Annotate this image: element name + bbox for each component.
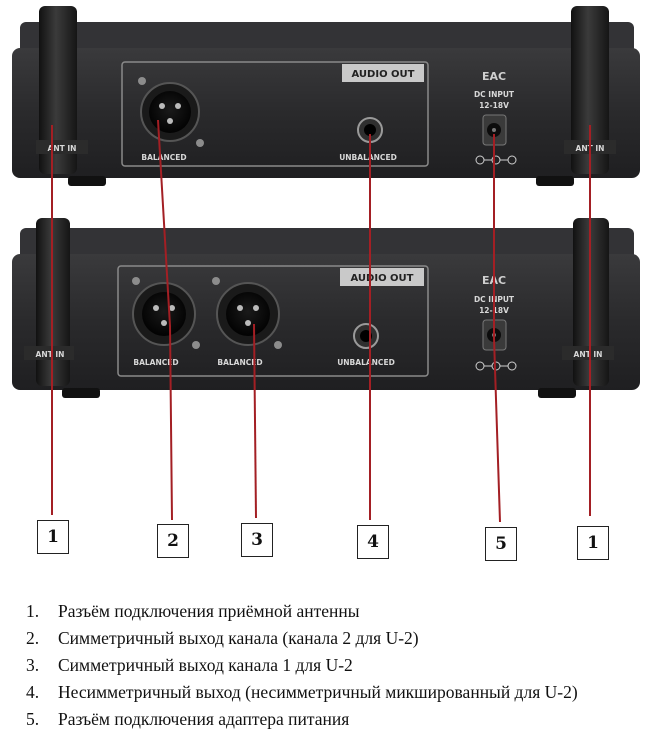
bottom-foot-left bbox=[62, 388, 100, 398]
bottom-audio-out-label: AUDIO OUT bbox=[351, 273, 414, 284]
legend-number: 1. bbox=[26, 598, 58, 625]
top-xlr-screw-1 bbox=[138, 77, 146, 85]
legend-number: 4. bbox=[26, 679, 58, 706]
bottom-ant-in-left-label: ANT IN bbox=[36, 350, 65, 359]
top-audio-out-label: AUDIO OUT bbox=[352, 69, 415, 80]
bottom-xlr2-pin-2 bbox=[253, 305, 259, 311]
bottom-foot-right bbox=[538, 388, 576, 398]
top-receiver: AUDIO OUT BALANCED UNBALANCED EAC DC INP… bbox=[12, 6, 640, 186]
callout-1-right: 1 bbox=[577, 526, 609, 560]
receivers-diagram: AUDIO OUT BALANCED UNBALANCED EAC DC INP… bbox=[0, 0, 672, 580]
top-xlr-screw-2 bbox=[196, 139, 204, 147]
callout-2: 2 bbox=[157, 524, 189, 558]
bottom-xlr2-pin-1 bbox=[237, 305, 243, 311]
bottom-xlr2-pin-3 bbox=[245, 320, 251, 326]
top-foot-right bbox=[536, 176, 574, 186]
bottom-ant-in-right-label: ANT IN bbox=[574, 350, 603, 359]
legend-text: Разъём подключения приёмной антенны bbox=[58, 601, 359, 621]
top-xlr-pin-1 bbox=[159, 103, 165, 109]
legend-text: Симметричный выход канала 1 для U-2 bbox=[58, 655, 353, 675]
legend-item: 2.Симметричный выход канала (канала 2 дл… bbox=[26, 625, 578, 652]
bottom-unbalanced-label: UNBALANCED bbox=[337, 358, 395, 367]
bottom-unbalanced-jack bbox=[354, 324, 378, 348]
legend-item: 5.Разъём подключения адаптера питания bbox=[26, 706, 578, 733]
bottom-xlr1-label: BALANCED bbox=[133, 358, 178, 367]
legend-text: Несимметричный выход (несимметричный мик… bbox=[58, 682, 578, 702]
bottom-xlr2-socket bbox=[226, 292, 270, 336]
top-eac-mark: EAC bbox=[482, 70, 506, 83]
top-chassis bbox=[12, 48, 640, 178]
legend-item: 1.Разъём подключения приёмной антенны bbox=[26, 598, 578, 625]
top-foot-left bbox=[68, 176, 106, 186]
bottom-receiver: AUDIO OUT BALANCED BALANCED UNB bbox=[12, 218, 640, 398]
bottom-xlr1-screw-1 bbox=[132, 277, 140, 285]
legend-item: 4.Несимметричный выход (несимметричный м… bbox=[26, 679, 578, 706]
legend-number: 2. bbox=[26, 625, 58, 652]
top-xlr-pin-2 bbox=[175, 103, 181, 109]
legend-text: Симметричный выход канала (канала 2 для … bbox=[58, 628, 419, 648]
bottom-xlr2-screw-2 bbox=[274, 341, 282, 349]
top-unbalanced-label: UNBALANCED bbox=[339, 153, 397, 162]
legend-text: Разъём подключения адаптера питания bbox=[58, 709, 349, 729]
top-xlr-socket bbox=[149, 91, 191, 133]
bottom-xlr1-screw-2 bbox=[192, 341, 200, 349]
top-dc-input-label: DC INPUT bbox=[474, 90, 515, 99]
bottom-xlr1-socket bbox=[142, 292, 186, 336]
legend-number: 5. bbox=[26, 706, 58, 733]
callout-1-left: 1 bbox=[37, 520, 69, 554]
legend-list: 1.Разъём подключения приёмной антенны 2.… bbox=[26, 598, 578, 733]
legend-number: 3. bbox=[26, 652, 58, 679]
bottom-xlr1-pin-3 bbox=[161, 320, 167, 326]
callout-4: 4 bbox=[357, 525, 389, 559]
callout-5: 5 bbox=[485, 527, 517, 561]
bottom-chassis bbox=[12, 254, 640, 390]
callout-3: 3 bbox=[241, 523, 273, 557]
top-dc-voltage-label: 12-18V bbox=[479, 101, 509, 110]
top-xlr-label: BALANCED bbox=[141, 153, 186, 162]
bottom-xlr2-label: BALANCED bbox=[217, 358, 262, 367]
bottom-xlr1-pin-1 bbox=[153, 305, 159, 311]
legend-item: 3.Симметричный выход канала 1 для U-2 bbox=[26, 652, 578, 679]
bottom-xlr2-screw-1 bbox=[212, 277, 220, 285]
top-xlr-pin-3 bbox=[167, 118, 173, 124]
